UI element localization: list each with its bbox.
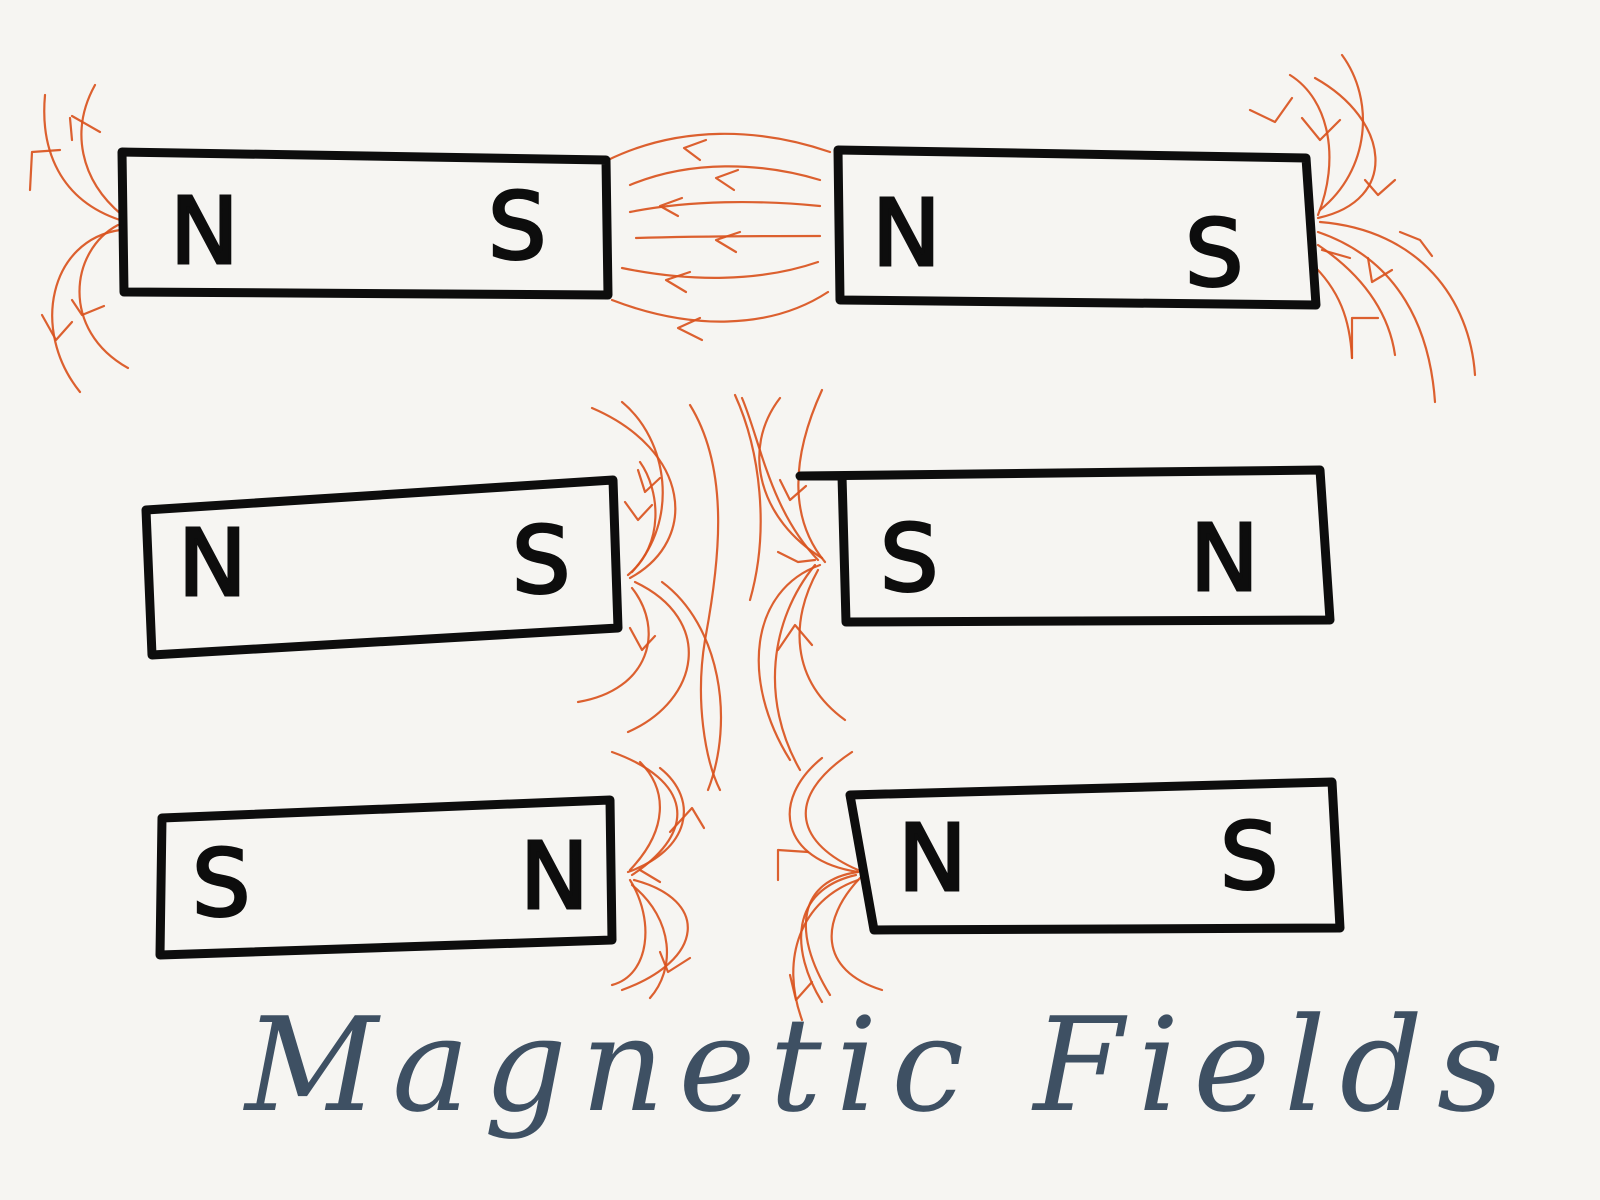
pole-label-left: N bbox=[898, 805, 967, 912]
pole-label-left: S bbox=[880, 505, 938, 612]
field-lines-row3-repel bbox=[610, 750, 884, 1022]
magnet-row2-left: N S bbox=[141, 475, 623, 660]
pole-label-right: S bbox=[1185, 200, 1243, 307]
magnet-row1-right: N S bbox=[833, 145, 1321, 310]
field-lines-row1-attract bbox=[606, 132, 832, 342]
pole-label-left: S bbox=[192, 830, 250, 937]
pole-label-right: S bbox=[488, 173, 546, 280]
pole-label-left: N bbox=[170, 178, 239, 285]
magnet-body bbox=[155, 795, 617, 960]
magnet-body bbox=[845, 777, 1345, 935]
field-lines bbox=[28, 53, 1477, 1022]
magnet-row1-left: N S bbox=[117, 147, 613, 300]
pole-label-right: S bbox=[1220, 803, 1278, 910]
magnet-row3-right: N S bbox=[845, 777, 1345, 935]
magnet-row3-left: S N bbox=[155, 795, 617, 960]
magnet-row2-right: S N bbox=[795, 465, 1335, 627]
magnet-body bbox=[795, 465, 1335, 627]
pole-label-right: S bbox=[512, 507, 570, 614]
field-lines-row1-north-outer bbox=[28, 83, 130, 394]
magnet-body bbox=[833, 145, 1321, 310]
field-lines-row1-south-outer bbox=[1248, 53, 1477, 404]
pole-label-right: N bbox=[1190, 505, 1259, 612]
field-lines-row2-repel bbox=[576, 388, 847, 792]
magnet-body bbox=[117, 147, 613, 300]
pole-label-left: N bbox=[178, 510, 247, 617]
diagram-title: Magnetic Fields bbox=[243, 989, 1518, 1141]
pole-label-right: N bbox=[520, 823, 589, 930]
magnet-body bbox=[141, 475, 623, 660]
pole-label-left: N bbox=[872, 180, 941, 287]
